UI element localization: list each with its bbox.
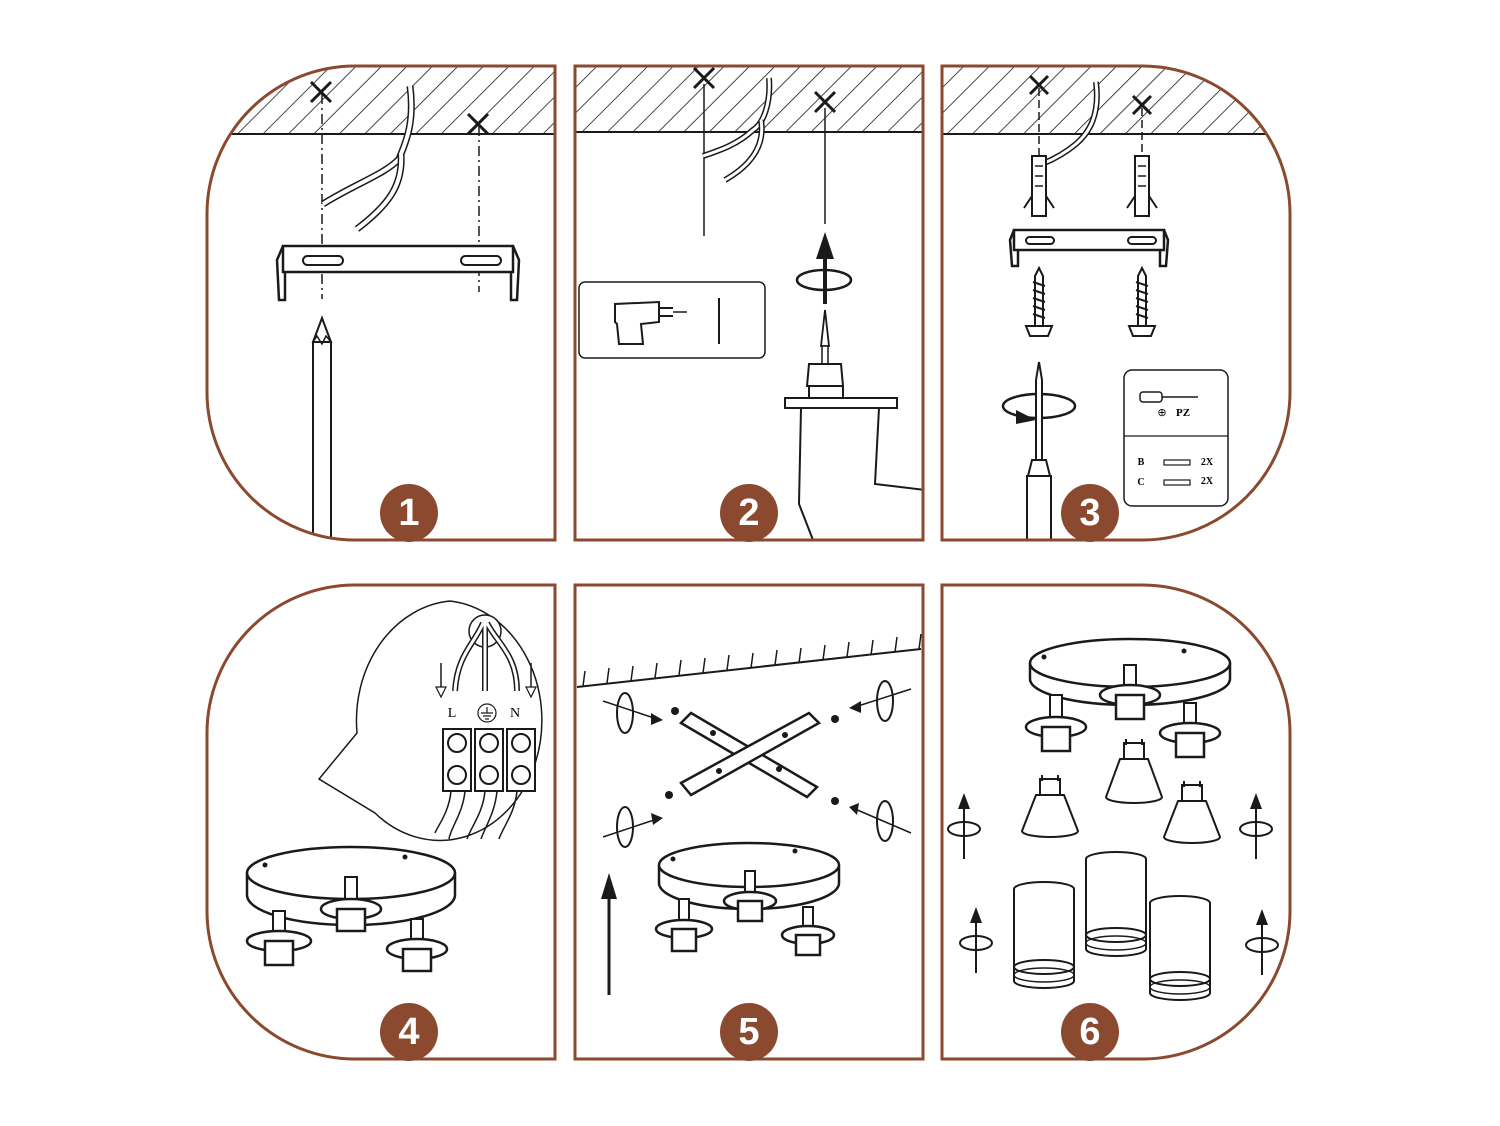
- cylinder-shade: [1085, 851, 1147, 957]
- ceiling-line: [576, 648, 922, 688]
- step-5-frame: [573, 583, 925, 1061]
- gu10-bulb: [1020, 775, 1080, 838]
- drill-inset: [578, 281, 766, 359]
- step-1-badge: 1: [380, 484, 438, 542]
- step-2-panel: 2: [573, 64, 925, 542]
- ceiling-hatch: [942, 66, 1290, 134]
- mark-x-right: [466, 112, 490, 136]
- row-b-qty: 2X: [1201, 457, 1214, 468]
- step-4-badge: 4: [380, 1003, 438, 1061]
- mark-x-right: [813, 90, 837, 114]
- toolbox-inset: ⊕ PZ B 2X C 2X: [1123, 369, 1229, 507]
- mark-x-left: [1028, 74, 1050, 96]
- step-5-illustration: [573, 583, 925, 1061]
- mounting-bracket: [275, 244, 521, 302]
- step-6-illustration: [940, 583, 1292, 1061]
- step-3-panel: ⊕ PZ B 2X C 2X 3: [940, 64, 1292, 542]
- terminal-block: [442, 728, 536, 792]
- arrow-down-icon: [435, 686, 447, 699]
- phillips-icon: ⊕: [1157, 407, 1166, 419]
- step-2-illustration: [573, 64, 925, 542]
- gu10-bulb: [1162, 781, 1222, 844]
- rotate-up-icon: [1239, 793, 1273, 859]
- ceiling-canopy: [245, 845, 457, 973]
- mounting-bracket: [1008, 228, 1170, 268]
- step-5-badge: 5: [720, 1003, 778, 1061]
- neutral-terminal-label: N: [510, 706, 520, 721]
- step-3-illustration: ⊕ PZ B 2X C 2X: [940, 64, 1292, 542]
- rotate-up-icon: [1245, 909, 1279, 975]
- step-1-panel: 1: [205, 64, 557, 542]
- detail-callout: [317, 600, 543, 842]
- power-drill: [784, 309, 923, 540]
- screwdriver: [1026, 361, 1052, 540]
- step-2-badge: 2: [720, 484, 778, 542]
- up-arrow-icon: [601, 873, 617, 899]
- row-c-qty: 2X: [1201, 476, 1214, 487]
- step-4-illustration: L N: [205, 583, 557, 1061]
- ceiling-hatch: [207, 66, 555, 134]
- screw-left: [1024, 265, 1054, 337]
- earth-icon: [481, 707, 493, 720]
- screw-right: [1127, 265, 1157, 337]
- cylinder-shade: [1149, 895, 1211, 1001]
- screwdriver-type-label: PZ: [1176, 407, 1190, 419]
- row-c-letter: C: [1137, 477, 1144, 488]
- wall-plug-right: [1126, 155, 1158, 217]
- step-3-frame: [940, 64, 1292, 542]
- live-terminal-label: L: [448, 706, 457, 721]
- cylinder-shade: [1013, 881, 1075, 989]
- ceiling-hatch: [575, 66, 923, 132]
- step-1-illustration: [205, 64, 557, 542]
- step-4-frame: [205, 583, 557, 1061]
- step-6-badge: 6: [1061, 1003, 1119, 1061]
- ceiling-canopy: [1024, 637, 1232, 759]
- rotate-up-icon: [959, 907, 993, 973]
- step-4-panel: L N: [205, 583, 557, 1061]
- up-arrow-icon: [816, 232, 834, 259]
- gu10-bulb: [1104, 739, 1164, 804]
- row-b-letter: B: [1138, 457, 1145, 468]
- ceiling-canopy: [654, 841, 841, 957]
- mark-x-left: [692, 66, 716, 90]
- wall-plug-left: [1023, 155, 1055, 217]
- step-3-badge: 3: [1061, 484, 1119, 542]
- step-1-frame: [205, 64, 557, 542]
- mark-x-left: [309, 80, 333, 104]
- cross-bracket: [678, 711, 822, 799]
- pencil: [311, 315, 333, 540]
- step-5-panel: 5: [573, 583, 925, 1061]
- step-6-frame: [940, 583, 1292, 1061]
- step-6-panel: 6: [940, 583, 1292, 1061]
- arrow-down-icon: [525, 686, 537, 699]
- rotate-up-icon: [947, 793, 981, 859]
- mark-x-right: [1131, 94, 1153, 116]
